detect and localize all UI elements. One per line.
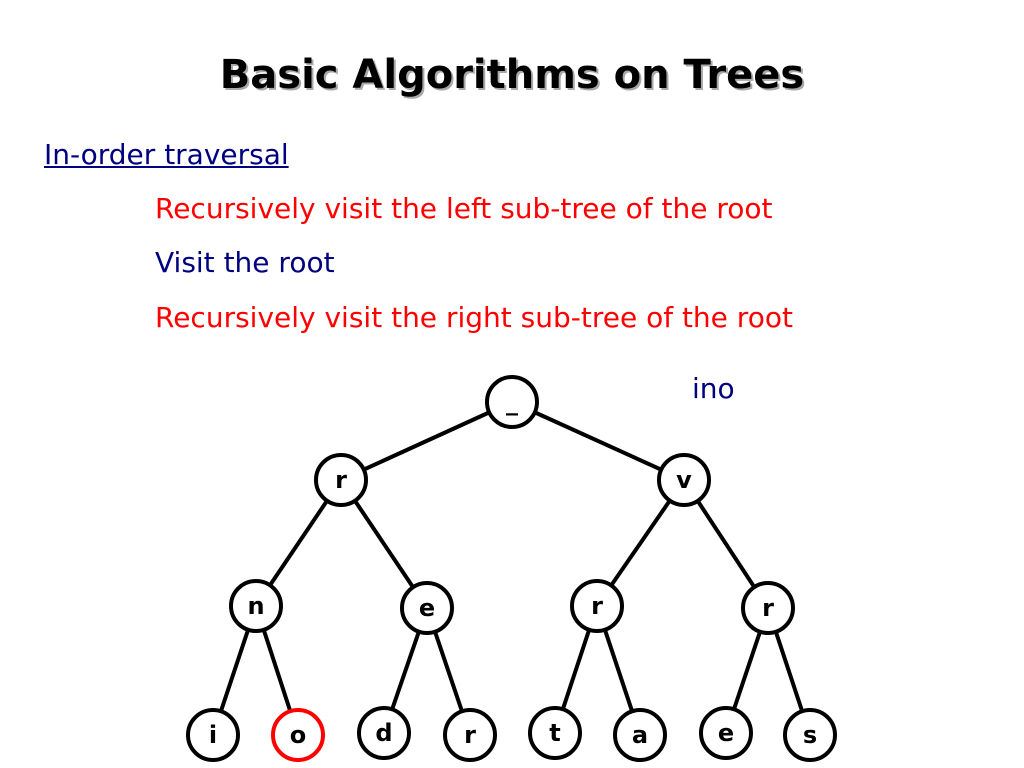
tree-node-circle (657, 453, 711, 507)
tree-node-label: n (247, 592, 264, 620)
traversal-output: ino (692, 372, 735, 405)
slide-title: Basic Algorithms on Trees (219, 52, 805, 98)
tree-node-n7: i (186, 708, 240, 762)
tree-node-label: e (718, 719, 734, 747)
tree-node-n5: r (570, 579, 624, 633)
tree-node-circle (570, 579, 624, 633)
tree-node-label: a (632, 721, 648, 749)
step-right-subtree: Recursively visit the right sub-tree of … (155, 301, 793, 334)
tree-node-label: i (209, 721, 217, 749)
tree-node-label: d (375, 719, 392, 747)
tree-edges (211, 400, 812, 736)
tree-edge-n0-n2 (511, 400, 685, 482)
tree-node-n13: e (699, 706, 753, 760)
tree-node-circle (314, 453, 368, 507)
tree-node-n10: r (443, 708, 497, 762)
tree-node-circle (613, 708, 667, 762)
tree-node-circle (741, 581, 795, 635)
tree-node-label: r (762, 594, 774, 622)
tree-node-n1: r (314, 453, 368, 507)
step-left-subtree: Recursively visit the left sub-tree of t… (155, 192, 773, 225)
tree-node-n8: o (271, 708, 325, 762)
tree-node-n9: d (357, 706, 411, 760)
tree-node-label: r (591, 592, 603, 620)
tree-node-n4: e (400, 581, 454, 635)
in-order-traversal-heading: In-order traversal (44, 138, 289, 171)
tree-node-label: t (549, 719, 560, 747)
step-visit-root: Visit the root (155, 246, 335, 279)
tree-node-n3: n (229, 579, 283, 633)
tree-node-label: r (464, 721, 476, 749)
tree-edge-n0-n1 (340, 400, 513, 482)
tree-node-n0: _ (485, 375, 539, 429)
tree-node-n11: t (528, 706, 582, 760)
tree-node-circle (186, 708, 240, 762)
tree-node-n2: v (657, 453, 711, 507)
tree-node-circle (783, 708, 837, 762)
tree-node-label: v (676, 466, 692, 494)
tree-node-circle (699, 706, 753, 760)
tree-node-circle (443, 708, 497, 762)
tree-node-label: _ (506, 388, 518, 416)
tree-nodes: _r v n e r r i o d r t a e s (186, 375, 837, 762)
tree-node-label: e (419, 594, 435, 622)
tree-node-circle (400, 581, 454, 635)
tree-node-circle (229, 579, 283, 633)
tree-node-label: o (290, 721, 307, 749)
tree-node-circle (357, 706, 411, 760)
tree-node-n12: a (613, 708, 667, 762)
tree-node-circle (528, 706, 582, 760)
tree-node-circle-highlighted (271, 708, 325, 762)
tree-node-label: r (335, 466, 347, 494)
tree-node-circle (485, 375, 539, 429)
tree-node-label: s (803, 721, 817, 749)
tree-node-n14: s (783, 708, 837, 762)
tree-node-n6: r (741, 581, 795, 635)
